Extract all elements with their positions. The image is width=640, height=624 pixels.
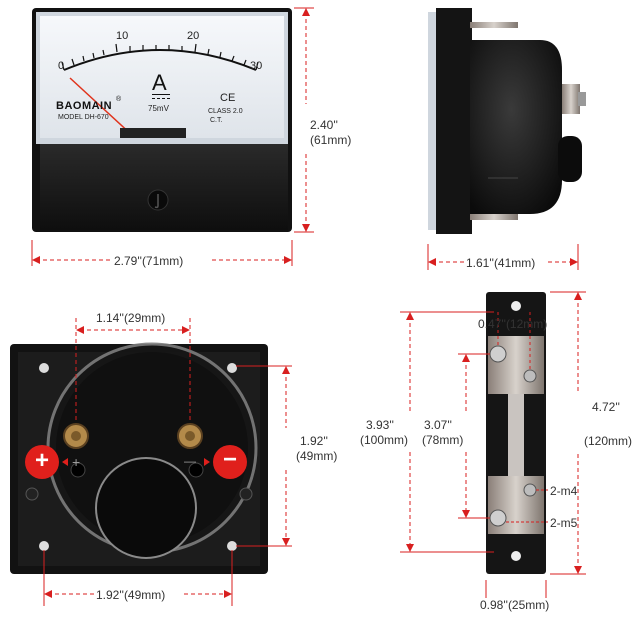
minus-marker: — xyxy=(184,454,196,468)
arrow-down-icon xyxy=(574,566,582,574)
mount-hole-tr xyxy=(227,363,237,373)
arrow-left-icon xyxy=(44,590,52,598)
scale-ticks xyxy=(61,43,259,71)
screw-m5-label: 2-m5 xyxy=(550,516,578,530)
front-height-mm: (61mm) xyxy=(310,133,352,147)
front-width-label: 2.79''(71mm) xyxy=(114,254,184,268)
side-stud-bottom xyxy=(470,214,518,220)
front-height-in: 2.40'' xyxy=(310,118,338,132)
hole-horizontal-label: 1.92''(49mm) xyxy=(96,588,166,602)
shunt-terminal-in: 3.07'' xyxy=(424,418,452,432)
side-depth-label: 1.61''(41mm) xyxy=(466,256,536,270)
scale-label-0: 0 xyxy=(58,60,65,72)
terminal-spacing-label: 1.14''(29mm) xyxy=(96,311,166,325)
brand-logo: BAOMAIN xyxy=(56,100,113,112)
front-view xyxy=(31,7,314,266)
plus-marker: + xyxy=(72,454,81,470)
arrow-up-icon xyxy=(406,312,414,320)
side-window xyxy=(428,12,438,230)
side-view xyxy=(427,8,586,270)
arrow-up-icon xyxy=(282,366,290,374)
arrow-left-icon xyxy=(32,256,40,264)
arrow-down-icon xyxy=(282,538,290,546)
arrow-left-icon xyxy=(76,326,84,334)
positive-terminal-screw xyxy=(71,431,81,441)
shunt-length-mm: (120mm) xyxy=(584,434,633,448)
needle-pivot-cover xyxy=(120,128,186,138)
arrow-up-icon xyxy=(302,8,310,16)
scale-label-20: 20 xyxy=(187,30,200,42)
side-terminal xyxy=(562,84,580,114)
arrow-up-icon xyxy=(462,354,470,362)
mount-hole-tl xyxy=(39,363,49,373)
meter-face xyxy=(40,16,284,138)
hole-vertical-mm: (49mm) xyxy=(296,449,338,463)
hole-left xyxy=(70,462,86,478)
shunt-block-top xyxy=(488,336,544,394)
dc-symbol-solid xyxy=(152,94,170,95)
scale-label-30: 30 xyxy=(250,60,263,72)
arrow-right-icon xyxy=(570,258,578,266)
mount-hole-br xyxy=(227,541,237,551)
shunt-bolt-tl xyxy=(489,345,507,363)
minus-badge-icon xyxy=(213,445,247,479)
arrow-up-icon xyxy=(574,292,582,300)
ce-mark-icon: CE xyxy=(220,92,236,104)
arrow-right-icon xyxy=(182,326,190,334)
shunt-view xyxy=(400,291,586,612)
hole-right xyxy=(188,462,204,478)
back-view xyxy=(10,318,292,606)
sensitivity-label: 75mV xyxy=(148,104,169,113)
shunt-strip xyxy=(508,394,524,476)
shunt-terminal-mm: (78mm) xyxy=(422,433,464,447)
mount-hole-bl xyxy=(39,541,49,551)
plus-badge-icon xyxy=(25,445,59,479)
arrow-down-icon xyxy=(302,224,310,232)
arrow-right-icon xyxy=(224,590,232,598)
hole-vertical-in: 1.92'' xyxy=(300,434,328,448)
side-stud-top xyxy=(470,22,518,28)
stud-left xyxy=(25,487,39,501)
shunt-screw-tr xyxy=(523,369,537,383)
side-boss xyxy=(558,136,582,182)
arrow-down-icon xyxy=(462,510,470,518)
scale-label-10: 10 xyxy=(116,30,129,42)
shunt-width-label: 0.98''(25mm) xyxy=(480,598,550,612)
arrow-left-icon xyxy=(428,258,436,266)
meter-needle xyxy=(69,77,134,137)
dc-symbol-dashed xyxy=(152,98,170,99)
meter-body xyxy=(40,144,288,230)
shunt-bolt-bl xyxy=(489,509,507,527)
plus-symbol-icon: + xyxy=(34,447,49,474)
shunt-overall-mm: (100mm) xyxy=(360,433,409,447)
side-case xyxy=(470,40,562,214)
shunt-hole-bottom xyxy=(511,551,521,561)
screw-m4-label: 2-m4 xyxy=(550,484,578,498)
stud-right xyxy=(239,487,253,501)
side-bezel xyxy=(436,8,472,234)
shunt-hole-spacing-label: 0.47''(12mm) xyxy=(478,317,548,331)
minus-symbol-icon: − xyxy=(222,446,237,473)
arrow-down-icon xyxy=(406,544,414,552)
class-label: CLASS 2.0 xyxy=(208,108,243,115)
model-label: MODEL DH-670 xyxy=(58,114,109,121)
registered-mark: ® xyxy=(116,96,122,103)
shunt-screw-br xyxy=(523,483,537,497)
shunt-hole-top xyxy=(511,301,521,311)
minus-pointer-icon xyxy=(204,458,210,466)
negative-terminal-screw xyxy=(185,431,195,441)
ct-label: C.T. xyxy=(210,117,223,124)
zero-adjust-icon xyxy=(154,194,159,209)
unit-symbol: A xyxy=(152,70,167,95)
scale-arc xyxy=(63,49,257,71)
back-boss xyxy=(95,457,197,559)
arrow-right-icon xyxy=(284,256,292,264)
shunt-length-in: 4.72'' xyxy=(592,400,620,414)
shunt-overall-in: 3.93'' xyxy=(366,418,394,432)
side-terminal-tip xyxy=(578,92,586,106)
plus-pointer-icon xyxy=(62,458,68,466)
